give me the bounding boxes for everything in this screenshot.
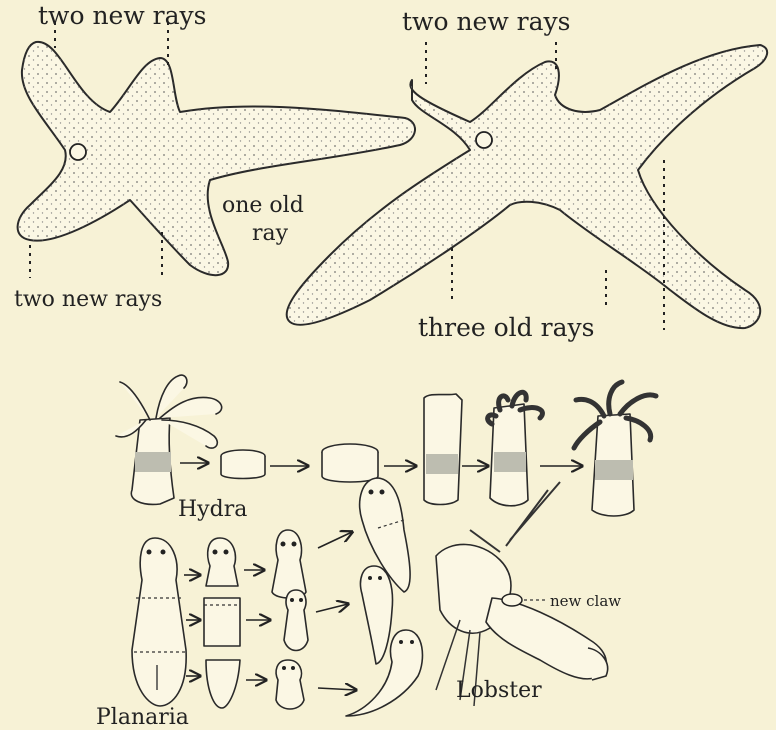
planaria-tail-regen	[276, 660, 304, 709]
planaria-mid-piece	[204, 598, 240, 646]
planaria-whole	[132, 538, 186, 706]
planaria-arrow-3b	[316, 604, 348, 612]
hydra-stage-1	[424, 394, 462, 505]
hydra-stage-2	[488, 392, 543, 505]
left-bottom-label: two new rays	[14, 287, 162, 312]
planaria-arrow-3a	[318, 532, 352, 548]
starfish-right	[287, 45, 768, 328]
left-top-label: two new rays	[38, 1, 207, 30]
hydra-ring-small	[221, 450, 265, 479]
right-bottom-label: three old rays	[418, 313, 594, 342]
planaria-label: Planaria	[96, 705, 189, 730]
hydra-whole	[116, 375, 222, 504]
lobster-label: Lobster	[456, 678, 542, 703]
madreporite-left	[70, 144, 86, 160]
hydra-stage-3	[574, 382, 656, 516]
planaria-head-piece	[206, 538, 238, 586]
claw-label: new claw	[550, 592, 621, 610]
planaria-tail-piece	[206, 660, 240, 708]
right-top-label: two new rays	[402, 7, 571, 36]
left-old-ray-label-line1: one old	[222, 193, 304, 218]
planaria-arrow-3c	[318, 688, 356, 690]
planaria-head-regen	[272, 530, 306, 598]
hydra-label: Hydra	[178, 497, 247, 522]
planaria-final-2	[361, 566, 393, 664]
left-old-ray-label-line2: ray	[252, 221, 289, 246]
new-claw	[502, 594, 522, 606]
madreporite-right	[476, 132, 492, 148]
hydra-ring-large	[322, 444, 378, 482]
planaria-mid-regen	[284, 590, 308, 651]
